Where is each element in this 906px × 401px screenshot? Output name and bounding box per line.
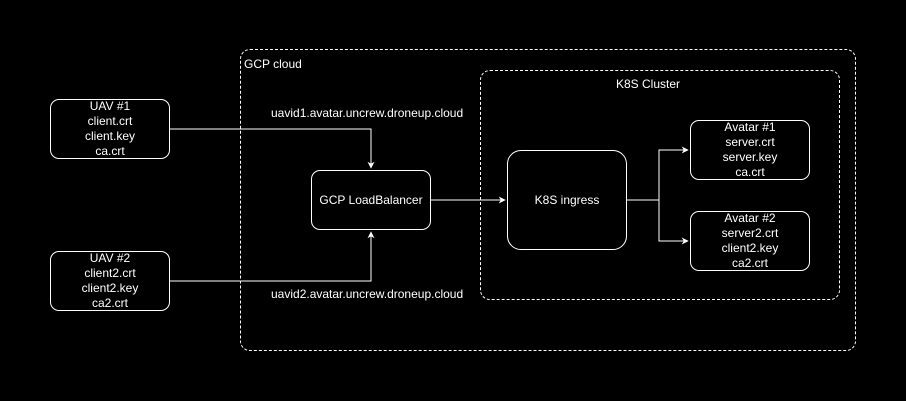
avatar1-title: Avatar #1 [724,120,776,134]
load-balancer-label: GCP LoadBalancer [319,192,423,207]
edge-label-uav2-domain: uavid2.avatar.uncrew.droneup.cloud [271,287,464,301]
uav1-ca: ca.crt [95,144,125,158]
avatar2-key: client2.key [721,241,779,255]
uav1-node: UAV #1 client.crt client.key ca.crt [50,99,170,159]
avatar1-node: Avatar #1 server.crt server.key ca.crt [690,120,810,180]
gcp-cloud-label: GCP cloud [244,57,302,71]
ingress-label: K8S ingress [534,192,600,207]
avatar1-cert: server.crt [725,135,775,149]
uav2-title: UAV #2 [89,251,131,265]
avatar2-cert: server2.crt [721,226,779,240]
uav2-cert: client2.crt [84,266,136,280]
edge-uav2-to-lb [170,231,375,282]
ingress-node: K8S ingress [507,150,627,250]
uav2-node: UAV #2 client2.crt client2.key ca2.crt [50,251,170,311]
edge-ingress-to-avatar2 [658,200,689,245]
uav1-key: client.key [84,129,136,143]
avatar2-title: Avatar #2 [724,211,776,225]
edge-ingress-to-avatar1 [627,146,689,201]
k8s-cluster-region [480,70,840,300]
load-balancer-node: GCP LoadBalancer [311,170,431,230]
avatar2-node: Avatar #2 server2.crt client2.key ca2.cr… [690,211,810,271]
uav2-ca: ca2.crt [91,296,128,310]
edge-label-uav1-domain: uavid1.avatar.uncrew.droneup.cloud [271,106,464,120]
uav1-cert: client.crt [87,114,133,128]
uav2-key: client2.key [81,281,139,295]
k8s-cluster-label: K8S Cluster [616,77,681,91]
avatar1-key: server.key [722,150,778,164]
uav1-title: UAV #1 [89,99,131,113]
avatar1-ca: ca.crt [735,165,765,179]
gcp-cloud-region [240,49,856,351]
edge-uav1-to-lb [170,128,375,169]
avatar2-ca: ca2.crt [731,256,768,270]
